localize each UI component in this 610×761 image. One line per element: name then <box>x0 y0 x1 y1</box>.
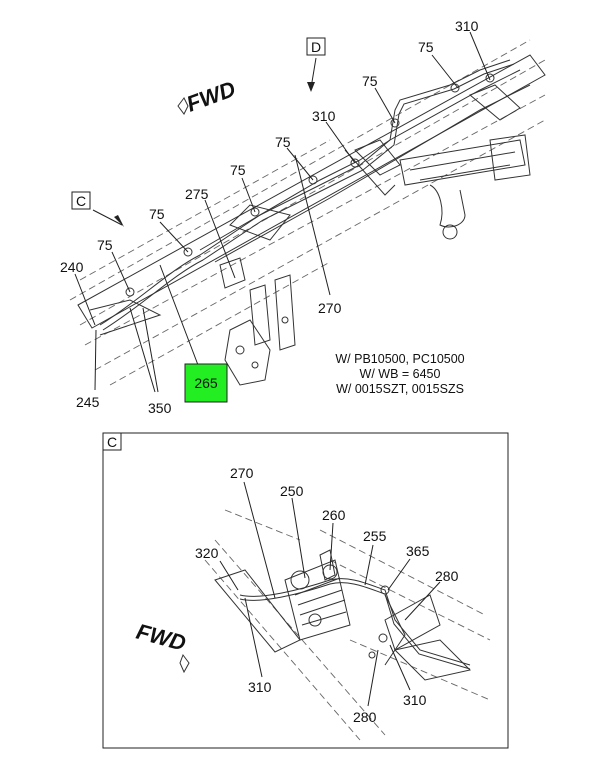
callout-275: 275 <box>185 186 209 202</box>
callout-75: 75 <box>275 134 291 150</box>
detail-callout-280: 280 <box>353 709 377 725</box>
view-d-label: D <box>311 39 321 55</box>
highlight-box <box>184 363 228 403</box>
detail-callout-320: 320 <box>195 545 219 561</box>
callout-240: 240 <box>60 259 84 275</box>
detail-brake-lines <box>239 578 471 670</box>
detail-callout-310: 310 <box>403 692 427 708</box>
detail-callout-labels: 270 250 260 255 320 365 280 310 310 280 <box>195 465 459 725</box>
detail-callout-310: 310 <box>248 679 272 695</box>
note-line-2: W/ WB = 6450 <box>360 367 441 381</box>
callout-75: 75 <box>362 73 378 89</box>
detail-callout-260: 260 <box>322 507 346 523</box>
detail-rail <box>214 569 471 681</box>
fwd-arrow: FWD <box>177 76 239 117</box>
detail-callout-365: 365 <box>406 543 430 559</box>
top-view: FWD D C <box>60 18 546 416</box>
view-c-label: C <box>76 193 86 209</box>
rear-suspension <box>344 134 531 240</box>
detail-fwd-arrow: FWD <box>134 619 190 674</box>
callout-leaders <box>74 31 491 393</box>
view-marker-c: C <box>71 191 124 227</box>
detail-view-c: C <box>102 432 509 749</box>
callout-75: 75 <box>97 237 113 253</box>
callout-75: 75 <box>418 39 434 55</box>
callout-270: 270 <box>318 300 342 316</box>
callout-75: 75 <box>149 206 165 222</box>
callout-350: 350 <box>148 400 172 416</box>
detail-fwd-label: FWD <box>134 619 189 656</box>
frame-rail <box>77 54 546 329</box>
callout-245: 245 <box>76 394 100 410</box>
detail-frame-rails <box>204 509 491 741</box>
detail-frame <box>102 432 509 749</box>
detail-callout-255: 255 <box>363 528 387 544</box>
detail-callout-leaders <box>219 481 441 707</box>
clips <box>125 73 495 297</box>
detail-label-box <box>102 432 122 451</box>
callout-310: 310 <box>455 18 479 34</box>
detail-callout-270: 270 <box>230 465 254 481</box>
callout-265: 265 <box>194 375 218 391</box>
detail-callout-250: 250 <box>280 483 304 499</box>
detail-valve-assembly <box>284 549 351 641</box>
applicability-notes: W/ PB10500, PC10500 W/ WB = 6450 W/ 0015… <box>335 352 464 396</box>
callout-310: 310 <box>312 108 336 124</box>
brake-line <box>89 59 515 336</box>
detail-label: C <box>107 434 117 450</box>
frame-rails <box>69 39 546 386</box>
callout-75: 75 <box>230 162 246 178</box>
valve-bracket <box>219 257 296 386</box>
note-line-1: W/ PB10500, PC10500 <box>335 352 464 366</box>
view-marker-d: D <box>306 37 326 92</box>
callout-265-highlight[interactable]: 265 <box>184 363 228 403</box>
detail-callout-280: 280 <box>435 568 459 584</box>
note-line-3: W/ 0015SZT, 0015SZS <box>336 382 464 396</box>
fwd-label: FWD <box>183 76 239 117</box>
callout-labels: 310 75 75 310 75 75 275 75 75 240 270 24… <box>60 18 479 416</box>
